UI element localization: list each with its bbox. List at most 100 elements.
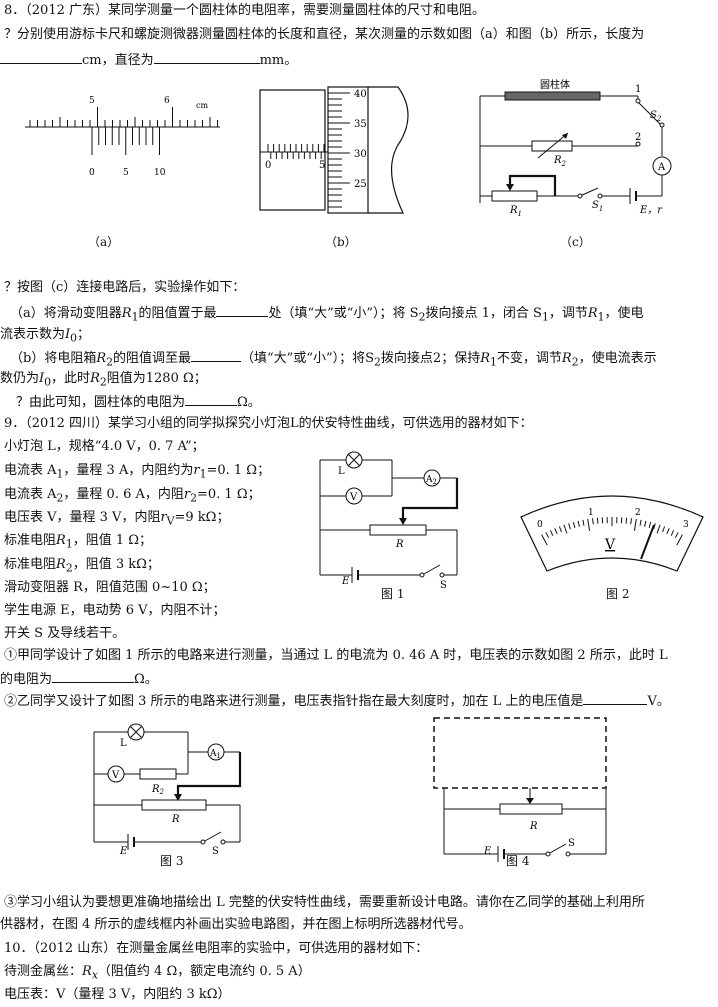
voltmeter-dial-fig2: 0 1 2 3 V: [520, 495, 704, 572]
caption-c: （c）: [560, 235, 591, 249]
q8-step-b-cont: 数仍为I0，此时R2阻值为1280 Ω；: [0, 371, 207, 389]
dial-tick: [558, 526, 562, 533]
lamp-label: L: [120, 738, 127, 749]
caliper-main-label: 5: [89, 96, 95, 106]
q8-line2: ？分别使用游标卡尺和螺旋测微器测量圆柱体的长度和直径，某次测量的示数如图（a）和…: [4, 27, 645, 42]
r2-label: R2: [151, 784, 165, 796]
lamp-resistance-blank[interactable]: [52, 668, 135, 683]
dial-tick-label: 0: [537, 520, 543, 530]
contact-1: 1: [635, 84, 641, 95]
voltmeter-label: V: [111, 770, 120, 781]
dial-tick: [568, 523, 571, 530]
q10-item: 电压表：V（量程 3 V，内阻约 3 kΩ）: [4, 987, 231, 1002]
dial-tick: [676, 534, 683, 546]
step-a-blank[interactable]: [216, 302, 269, 317]
q9-item: 电流表 A2，量程 0. 6 A，内阻r2=0. 1 Ω；: [4, 487, 261, 505]
q9-part1: ①甲同学设计了如图 1 所示的电路来进行测量，当通过 L 的电流为 0. 46 …: [4, 648, 668, 663]
circuit-fig1: L V A2 R E S: [319, 451, 459, 591]
caliper-vernier-label: 0: [89, 168, 95, 178]
fig3-caption: 图 3: [160, 854, 184, 868]
q9-item: 学生电源 E，电动势 6 V，内阻不计；: [4, 603, 226, 618]
q10-item: 待测金属丝：Rx（阻值约 4 Ω，额定电流约 0. 5 A）: [4, 964, 311, 982]
source-label: E: [483, 846, 492, 857]
dial-tick: [639, 519, 642, 526]
ammeter-a1-label: A1: [209, 749, 221, 760]
dial-unit-label: V: [604, 537, 616, 553]
q8-step-b: （b）将电阻箱R2的阻值调至最（填“大”或“小”）；将S2拨向接点2；保持R1不…: [10, 347, 657, 373]
dial-tick: [545, 532, 550, 538]
dial-tick: [644, 520, 647, 527]
lamp-voltage-blank[interactable]: [583, 690, 648, 705]
caliper-unit: cm: [196, 101, 208, 110]
dial-tick: [666, 528, 670, 535]
q10-title: 10．（2012 山东）在测量金属丝电阻率的实验中，可供选用的器材如下：: [4, 941, 429, 956]
dial-tick: [587, 518, 591, 531]
q9-item: 电流表 A1，量程 3 A，内阻约为r1=0. 1 Ω；: [4, 463, 271, 481]
dial-tick: [633, 518, 637, 531]
q9-item: 滑动变阻器 R，阻值范围 0~10 Ω；: [4, 580, 216, 595]
caption-b: （b）: [325, 235, 357, 249]
dial-tick: [549, 530, 554, 536]
q9-item: 电压表 V，量程 3 V，内阻rV=9 kΩ；: [4, 510, 230, 528]
dial-tick: [662, 526, 666, 533]
caliper-main-label: 6: [164, 96, 170, 106]
caption-a: （a）: [88, 235, 120, 249]
dashed-drawing-box[interactable]: [433, 717, 607, 789]
resistance-blank[interactable]: [185, 391, 238, 406]
dial-tick: [630, 518, 632, 525]
fig4-caption: 图 4: [506, 854, 530, 868]
step-b-blank[interactable]: [191, 347, 242, 362]
caliper-vernier-label: 10: [154, 168, 166, 178]
s1-label: S1: [592, 200, 603, 213]
q9-item: 标准电阻R2，阻值 3 kΩ；: [4, 557, 160, 575]
dial-tick: [572, 521, 576, 529]
micrometer-figure: 40 35 30 25 0 5: [259, 86, 409, 214]
dial-tick: [592, 518, 594, 525]
source-label: E: [119, 846, 128, 857]
q8-title: 8．（2012 广东）某同学测量一个圆柱体的电阻率，需要测量圆柱体的尺寸和电阻。: [4, 3, 485, 18]
q8-step-intro: ？按图（c）连接电路后，实验操作如下：: [4, 280, 246, 295]
r1-label: R1: [509, 205, 522, 218]
length-blank[interactable]: [0, 49, 82, 64]
thimble-label: 35: [354, 119, 367, 130]
voltmeter-label: V: [349, 492, 358, 503]
circuit-fig3: L V A1 R2 R E S: [93, 723, 242, 857]
q9-part3: ③学习小组认为要想更准确地描绘出 L 完整的伏安特性曲线，需要重新设计电路。请你…: [4, 895, 645, 910]
circuit-fig4: R E S: [433, 717, 607, 862]
vernier-caliper-figure: 5 6 cm 0 5 10: [25, 96, 220, 178]
contact-2: 2: [635, 132, 641, 143]
fig1-caption: 图 1: [381, 587, 405, 601]
dial-tick: [554, 528, 558, 535]
dial-tick-label: 3: [683, 520, 689, 530]
lamp-label: L: [338, 466, 345, 477]
dial-tick: [563, 524, 568, 534]
q9-item: 开关 S 及导线若干。: [4, 626, 126, 641]
cylinder-label: 圆柱体: [540, 78, 570, 91]
circuit-c-figure: 圆柱体 1 2 S2 A R2 R1 S1 E，r: [479, 78, 672, 218]
q9-title: 9．（2012 四川）某学习小组的同学拟探究小灯泡L的伏安特性曲线，可供选用的器…: [4, 416, 533, 431]
rheostat-label: R: [529, 821, 538, 832]
dial-tick: [582, 519, 585, 526]
q9-part3-cont: 供器材，在图 4 所示的虚线框内补画出实验电路图，并在图上标明所选器材代号。: [0, 917, 472, 932]
s2-label: S2: [650, 110, 662, 123]
q9-item: 小灯泡 L，规格“4.0 V，0. 7 A”；: [4, 439, 205, 454]
source-label: E: [341, 576, 350, 587]
caliper-vernier-label: 5: [123, 168, 129, 178]
ammeter-a2-label: A2: [425, 475, 437, 486]
r2-label: R2: [553, 155, 567, 168]
fig2-caption: 图 2: [606, 587, 630, 601]
switch-label: S: [212, 846, 219, 857]
switch-label: S: [568, 838, 575, 849]
dial-tick: [656, 524, 661, 534]
thimble-label: 40: [354, 89, 367, 100]
source-label: E，r: [639, 205, 663, 216]
dial-tick: [541, 534, 548, 546]
ammeter-label: A: [657, 162, 666, 173]
q8-step-a-cont: 流表示数为I0；: [0, 327, 91, 345]
dial-tick-label: 2: [635, 508, 641, 518]
rheostat-label: R: [171, 814, 180, 825]
diameter-blank[interactable]: [153, 49, 260, 64]
q9-item: 标准电阻R1，阻值 1 Ω；: [4, 533, 153, 551]
